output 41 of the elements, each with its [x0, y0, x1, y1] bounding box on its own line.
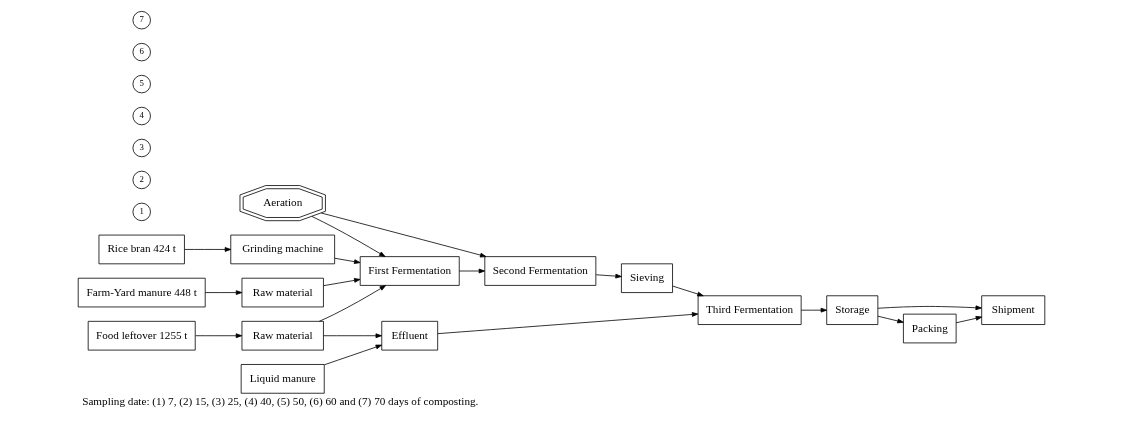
node-box: Rice bran 424 t — [98, 234, 185, 265]
node-box: Raw material — [241, 320, 324, 351]
node-circle: 7 — [132, 11, 151, 30]
node-box: Food leftover 1255 t — [87, 320, 196, 351]
node-circle: 1 — [132, 202, 151, 222]
node-box: Packing — [903, 313, 957, 344]
arrow — [672, 285, 704, 297]
node-circle: 2 — [132, 170, 151, 190]
node-box: Storage — [826, 295, 879, 325]
arrow — [877, 305, 982, 311]
node-circle: 4 — [132, 106, 151, 126]
arrow — [437, 312, 699, 335]
node-box: Farm-Yard manure 448 t — [77, 277, 206, 308]
node-box: Sieving — [621, 263, 673, 293]
arrow — [595, 273, 622, 279]
node-circle: 3 — [132, 138, 151, 158]
node-box: Effluent — [381, 320, 439, 351]
arrow — [324, 344, 382, 366]
node-box: Shipment — [981, 295, 1046, 325]
arrow — [955, 315, 983, 324]
arrow — [184, 247, 232, 252]
arrow — [311, 215, 386, 257]
node-box: Liquid manure — [240, 364, 325, 394]
arrow — [320, 212, 487, 258]
arrow — [204, 290, 243, 295]
node-box: Grinding machine — [230, 234, 336, 265]
arrow — [323, 278, 361, 287]
arrow — [800, 307, 828, 313]
node-box: Second Fermentation — [484, 256, 597, 286]
arrow — [334, 257, 361, 264]
node-circle: 5 — [132, 74, 151, 94]
arrow — [323, 333, 382, 339]
arrow — [195, 333, 243, 339]
caption: Sampling date: (1) 7, (2) 15, (3) 25, (4) 40, (5) 50, (6) 60 and (7) 70 days of composting. — [82, 395, 479, 408]
arrow — [318, 285, 386, 322]
arrow — [877, 315, 904, 324]
node-box: Third Fermentation — [697, 295, 802, 325]
node-circle: 6 — [132, 42, 151, 62]
node-box: First Fermentation — [359, 256, 460, 286]
node-box: Raw material — [241, 277, 324, 308]
arrow — [458, 268, 486, 274]
